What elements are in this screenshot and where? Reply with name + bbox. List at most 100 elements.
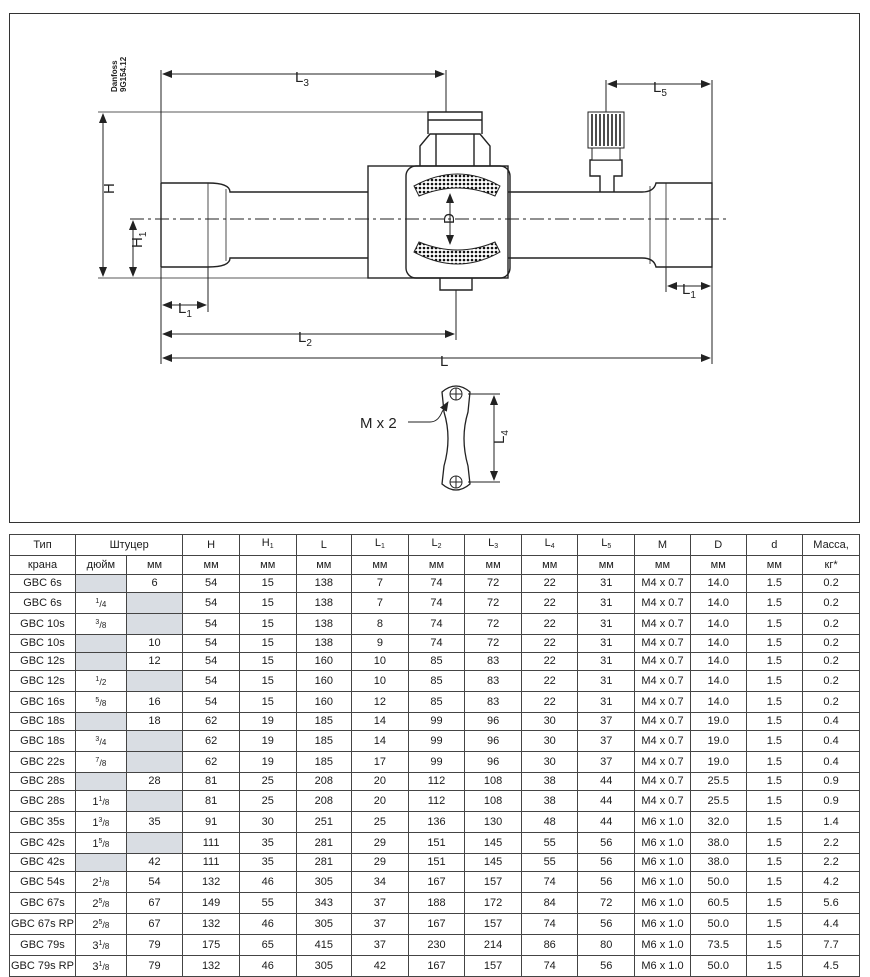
cell-fitting-mm — [125, 613, 184, 635]
header-fitting: Штуцер — [74, 534, 184, 556]
dim-m-leader — [408, 401, 449, 423]
cell-l1: 37 — [351, 913, 409, 935]
cell-l3: 108 — [464, 790, 522, 812]
dim-l5-label: L5 — [653, 79, 667, 99]
cell-l: 138 — [295, 613, 353, 635]
cell-l3: 96 — [464, 712, 522, 731]
header-type-2: крана — [9, 555, 76, 575]
fraction-slash: / — [102, 920, 105, 930]
cell-d: 1.5 — [745, 811, 804, 833]
service-port-cap — [587, 111, 625, 161]
cell-l4: 86 — [520, 934, 579, 956]
cell-l5: 37 — [577, 751, 636, 773]
cell-d: 1.5 — [745, 853, 804, 872]
fraction-slash: / — [102, 839, 105, 849]
cell-l5: 56 — [577, 955, 636, 977]
cell-d: 1.5 — [745, 751, 804, 773]
cell-mass: 0.2 — [802, 574, 860, 593]
cell-l5: 31 — [577, 652, 636, 671]
cell-h: 54 — [182, 613, 240, 635]
cell-mass: 4.5 — [802, 955, 860, 977]
cell-inch: 31/8 — [74, 934, 127, 956]
cell-l3: 130 — [464, 811, 522, 833]
inch-denominator: 8 — [104, 942, 110, 951]
cell-l5: 44 — [577, 790, 636, 812]
cell-l2: 85 — [407, 652, 466, 671]
cell-fitting-mm — [125, 790, 184, 812]
cell-type: GBC 12s — [9, 670, 76, 692]
cell-fitting-mm: 28 — [125, 772, 184, 791]
cell-type: GBC 28s — [9, 790, 76, 812]
cell-d: 1.5 — [745, 934, 804, 956]
cell-d: 1.5 — [745, 691, 804, 713]
cell-mass: 0.2 — [802, 652, 860, 671]
cell-m: M6 x 1.0 — [634, 853, 691, 872]
header-fitting-mm: мм — [125, 555, 184, 575]
cell-h1: 15 — [238, 634, 297, 653]
cell-l3: 172 — [464, 892, 522, 914]
ball-bottom-knurl — [413, 241, 501, 265]
cell-h: 54 — [182, 592, 240, 614]
dim-h1-label: H1 — [129, 231, 149, 248]
cell-d: 25.5 — [689, 790, 747, 812]
cell-mass: 0.2 — [802, 691, 860, 713]
cell-l4: 22 — [520, 670, 579, 692]
cell-h: 132 — [182, 871, 240, 893]
cell-l5: 31 — [577, 634, 636, 653]
header-row-1: Тип Штуцер H H1 L L1 L2 L3 L4 L5 M D d М… — [9, 534, 860, 556]
cell-l1: 29 — [351, 832, 409, 854]
cell-l2: 167 — [407, 871, 466, 893]
header-row-2: крана дюйм мм мм мм мм мм мм мм мм мм мм… — [9, 555, 860, 575]
cell-d: 14.0 — [689, 652, 747, 671]
inch-numerator: 5 — [95, 697, 100, 704]
cell-inch: 15/8 — [74, 832, 127, 854]
cell-l4: 74 — [520, 955, 579, 977]
inch-denominator: 8 — [104, 840, 110, 849]
cell-l4: 74 — [520, 871, 579, 893]
header-m: M — [634, 534, 691, 556]
cell-h1: 65 — [238, 934, 297, 956]
cell-l4: 30 — [520, 751, 579, 773]
cell-type: GBC 54s — [9, 871, 76, 893]
cell-h1: 19 — [238, 751, 297, 773]
inch-denominator: 8 — [104, 798, 110, 807]
cell-type: GBC 42s — [9, 853, 76, 872]
cell-l5: 44 — [577, 811, 636, 833]
dim-d-label: D — [441, 213, 458, 224]
cell-l: 138 — [295, 634, 353, 653]
cell-m: M6 x 1.0 — [634, 892, 691, 914]
cell-h: 54 — [182, 574, 240, 593]
inch-denominator: 2 — [101, 678, 107, 687]
cell-inch — [74, 772, 127, 791]
cell-type: GBC 16s — [9, 691, 76, 713]
cell-type: GBC 42s — [9, 832, 76, 854]
cell-d: 14.0 — [689, 670, 747, 692]
cell-l3: 96 — [464, 751, 522, 773]
cell-fitting-mm: 54 — [125, 871, 184, 893]
header-l3: L3 — [464, 534, 522, 556]
cell-l3: 145 — [464, 853, 522, 872]
cell-h: 62 — [182, 712, 240, 731]
cell-mass: 4.2 — [802, 871, 860, 893]
cell-mass: 0.2 — [802, 613, 860, 635]
cell-l1: 10 — [351, 652, 409, 671]
cell-l2: 99 — [407, 712, 466, 731]
cell-l4: 38 — [520, 772, 579, 791]
cell-l2: 99 — [407, 751, 466, 773]
cell-inch — [74, 712, 127, 731]
cell-m: M6 x 1.0 — [634, 934, 691, 956]
cell-l2: 112 — [407, 772, 466, 791]
cell-h1: 15 — [238, 652, 297, 671]
inch-denominator: 8 — [104, 900, 110, 909]
cell-l1: 20 — [351, 790, 409, 812]
inch-numerator: 3 — [95, 736, 100, 743]
cell-type: GBC 6s — [9, 574, 76, 593]
cell-h: 62 — [182, 751, 240, 773]
cell-l3: 72 — [464, 613, 522, 635]
cell-type: GBC 12s — [9, 652, 76, 671]
